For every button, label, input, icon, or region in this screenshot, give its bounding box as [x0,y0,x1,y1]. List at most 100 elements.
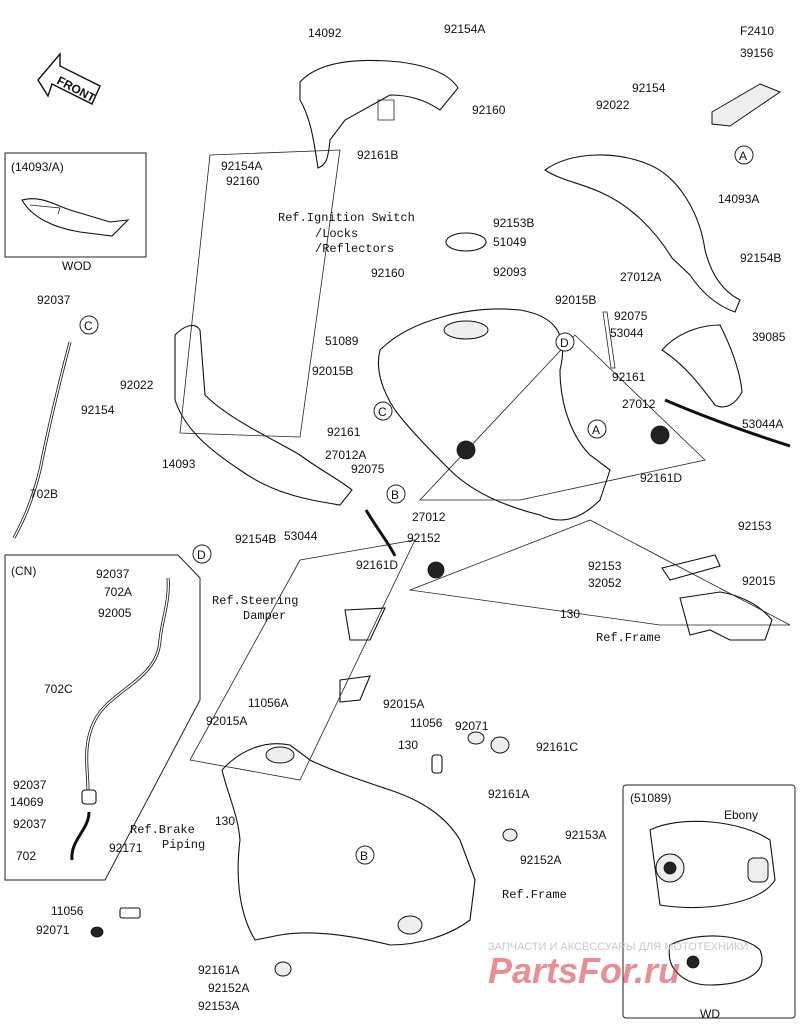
callout-a-2: A [587,419,607,439]
part-number-label: 92154A [221,159,262,173]
part-number-label: 92037 [96,567,130,581]
svg-text:B: B [360,849,368,863]
front-arrow-icon: FRONT [37,52,101,105]
part-number-label: 92005 [98,606,132,620]
svg-text:A: A [592,423,600,437]
part-39156-shape [711,83,782,127]
callout-b-2: B [355,845,375,865]
part-number-label: 92161A [488,787,529,801]
part-number-label: 92015B [312,364,353,378]
part-number-label: 92154 [81,403,115,417]
part-number-label: 39085 [752,330,786,344]
part-number-label: 702A [104,585,132,599]
watermark-tagline: ЗАПЧАСТИ И АКСЕССУАРЫ ДЛЯ МОТОТЕХНИКИ [488,941,748,953]
part-number-label: 92071 [455,719,489,733]
ref-brake-line2: Piping [162,838,205,852]
part-number-label: 92160 [472,103,506,117]
part-number-label: 702C [44,682,73,696]
ref-ignition-line1: Ref.Ignition Switch [278,211,415,225]
svg-text:C: C [84,319,93,333]
part-number-label: 92161C [536,740,578,754]
part-number-label: 92015 [742,574,776,588]
inset-cn-header: (CN) [11,564,36,578]
part-number-label: 14069 [10,795,44,809]
part-number-label: 92075 [351,462,385,476]
inset-wod: (14093/A) WOD [4,152,147,273]
callout-c-2: C [373,401,393,421]
callout-a-1: A [734,145,754,165]
part-number-label: 32052 [588,576,622,590]
part-14093-shape [174,324,353,506]
part-number-label: 92075 [614,309,648,323]
part-number-label: 130 [560,607,580,621]
part-number-label: 11056A [248,696,288,710]
callout-d-2: D [192,544,212,564]
svg-text:D: D [560,336,569,350]
ref-frame-lower: Ref.Frame [502,888,567,902]
part-number-label: 51049 [493,235,527,249]
ref-ignition-line3: /Reflectors [315,242,394,256]
part-14092-shape [299,59,459,169]
part-number-label: 702 [16,849,36,863]
part-number-label: 92161 [612,370,646,384]
part-number-label: 14093 [162,457,196,471]
part-number-label: 92152A [520,853,561,867]
part-number-label: 92161B [357,148,398,162]
part-number-label: 92154A [444,22,485,36]
part-number-label: 92093 [493,265,527,279]
part-number-label: 92171 [109,841,143,855]
inset-cn: (CN) [4,554,201,881]
part-number-label: 92022 [120,378,154,392]
part-number-label: 92015A [383,697,424,711]
part-number-label: 11056 [410,716,443,730]
part-number-label: 92153 [738,519,772,533]
part-number-label: 92037 [13,817,47,831]
part-number-label: 51089 [325,334,359,348]
inset-wd-footer: WD [700,1007,720,1021]
part-number-label: 92071 [36,923,70,937]
part-number-label: 92161 [327,425,361,439]
part-number-label: 53044A [742,417,783,431]
part-number-label: 92160 [226,174,260,188]
part-number-label: 92153 [588,559,622,573]
part-number-label: 130 [398,738,418,752]
inset-wd: (51089) Ebony WD [622,784,796,1021]
part-number-label: 27012A [325,448,366,462]
part-number-label: 27012 [412,510,446,524]
svg-text:B: B [391,488,399,502]
part-number-label: 14093A [718,192,759,206]
part-number-label: 53044 [610,326,644,340]
part-number-label: 92015A [206,714,247,728]
inset-wd-header: (51089) [630,791,671,805]
part-number-label: 92037 [13,778,47,792]
inset-wod-header: (14093/A) [11,160,64,174]
part-number-label: 92015B [555,293,596,307]
callout-c-1: C [79,315,99,335]
ref-frame-upper: Ref.Frame [596,631,661,645]
part-number-label: 27012A [620,270,661,284]
part-number-label: 92153A [198,999,239,1013]
part-number-label: 92160 [371,266,405,280]
part-number-label: 92154B [740,251,781,265]
callout-d-1: D [555,332,575,352]
part-number-label: 14092 [308,26,342,40]
part-number-label: 702B [30,487,58,501]
inset-wd-ebony: Ebony [724,808,758,822]
part-number-label: 39156 [740,46,774,60]
part-number-label: 92152 [407,531,441,545]
inset-wod-footer: WOD [62,259,92,273]
part-number-label: 92161A [198,963,239,977]
part-number-label: 130 [215,814,235,828]
svg-text:D: D [197,548,206,562]
figure-code: F2410 [740,24,774,38]
part-number-label: 92161D [640,471,682,485]
part-number-label: 53044 [284,529,318,543]
part-number-label: 92022 [596,98,630,112]
ref-brake-line1: Ref.Brake [130,823,195,837]
fuel-tank-shape [377,308,611,521]
part-number-label: 92153A [565,828,606,842]
ref-steering-line2: Damper [243,609,286,623]
part-number-label: 11056 [51,904,84,918]
